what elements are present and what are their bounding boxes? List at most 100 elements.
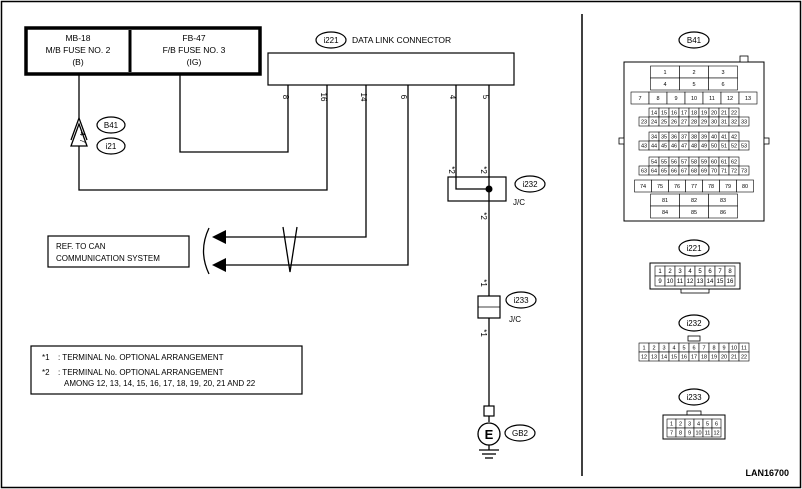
i221-pin-cell: [724, 275, 736, 287]
b41-pin-label: 13: [745, 96, 751, 102]
b41-pin-label: 80: [742, 184, 748, 190]
svg-text:7: 7: [78, 139, 85, 143]
svg-text:M/B FUSE NO. 2: M/B FUSE NO. 2: [46, 45, 111, 55]
svg-text:*2: *2: [479, 166, 488, 174]
i233-pin-label: 2: [679, 421, 682, 427]
b41-pin-label: 33: [741, 119, 747, 125]
i232-pin-label: 5: [682, 345, 685, 351]
i232-pin-label: 16: [681, 354, 687, 360]
b41-pin-label: 37: [681, 134, 687, 140]
i233-pin-label: 11: [705, 430, 711, 436]
svg-text:B41: B41: [687, 36, 702, 45]
b41-pin-label: 82: [691, 198, 697, 204]
i221-pin-label: 3: [678, 269, 682, 275]
b41-pin-label: 71: [721, 168, 727, 174]
b41-pin-label: 31: [721, 119, 727, 125]
i233-pin-label: 1: [670, 421, 673, 427]
b41-pin-label: 2: [692, 70, 695, 76]
b41-pin-label: 54: [651, 159, 657, 165]
fuse-mb18: MB-18 M/B FUSE NO. 2 (B): [46, 33, 111, 67]
joint-connector-i232: *2 *2 *2 i232 J/C: [447, 166, 546, 220]
i232-pin-label: 18: [701, 354, 707, 360]
b41-pin-label: 23: [641, 119, 647, 125]
i233-pin-label: 5: [706, 421, 709, 427]
i232-pin-label: 8: [712, 345, 715, 351]
b41-pin-label: 60: [711, 159, 717, 165]
i221-pin-label: 11: [677, 279, 684, 285]
wires: [78, 74, 490, 406]
b41-pin-label: 63: [641, 168, 647, 174]
i233-pin-label: 4: [697, 421, 700, 427]
svg-text:J/C: J/C: [513, 198, 525, 207]
i232-pin-label: 2: [652, 345, 655, 351]
b41-pin-label: 77: [691, 184, 697, 190]
b41-pin-label: 35: [661, 134, 667, 140]
b41-pin-label: 69: [701, 168, 707, 174]
b41-pin-label: 52: [731, 143, 737, 149]
ground-gb2: E GB2: [477, 405, 536, 459]
b41-pin-label: 26: [671, 119, 677, 125]
b41-pin-label: 70: [711, 168, 717, 174]
b41-pin-label: 79: [725, 184, 731, 190]
b41-pin-label: 8: [656, 96, 659, 102]
i233-pin-label: 10: [695, 430, 701, 436]
b41-pin-label: 61: [721, 159, 727, 165]
b41-pin-label: 42: [731, 134, 737, 140]
i232-pin-label: 12: [641, 354, 647, 360]
i221-pin-label: 1: [658, 269, 662, 275]
svg-text:i233: i233: [686, 393, 702, 402]
b41-pin-label: 73: [741, 168, 747, 174]
b41-pin-label: 32: [731, 119, 737, 125]
i221-pin-label: 15: [717, 279, 724, 285]
svg-text:REF. TO CAN: REF. TO CAN: [56, 242, 106, 251]
svg-text:J/C: J/C: [509, 315, 521, 324]
b41-pin-label: 22: [731, 110, 737, 116]
i232-pin-label: 7: [702, 345, 705, 351]
svg-text:4: 4: [448, 95, 457, 100]
b41-pin-label: 4: [663, 82, 666, 88]
b41-pin-label: 39: [701, 134, 707, 140]
i232-pin-label: 4: [672, 345, 675, 351]
svg-text:FB-47: FB-47: [182, 33, 205, 43]
b41-pin-label: 44: [651, 143, 657, 149]
i232-pin-label: 21: [731, 354, 737, 360]
b41-pin-label: 19: [701, 110, 707, 116]
svg-text:: TERMINAL No. OPTIONAL ARRANG: : TERMINAL No. OPTIONAL ARRANGEMENT: [58, 368, 224, 377]
b41-pin-label: 55: [661, 159, 667, 165]
b41-pin-label: 68: [691, 168, 697, 174]
b41-pin-label: 43: [641, 143, 647, 149]
svg-text:5: 5: [481, 95, 490, 100]
b41-pin-label: 17: [681, 110, 687, 116]
svg-text:i221: i221: [686, 244, 702, 253]
i221-pin-label: 6: [708, 269, 712, 275]
i221-pin-label: 14: [707, 279, 714, 285]
i232-pin-label: 20: [721, 354, 727, 360]
i232-pin-label: 10: [731, 345, 737, 351]
ground-symbol: E: [485, 427, 494, 442]
i233-pin-cell: [711, 427, 722, 438]
b41-pin-label: 21: [721, 110, 727, 116]
b41-pin-cell: [738, 165, 750, 176]
svg-text:: TERMINAL No. OPTIONAL ARRANG: : TERMINAL No. OPTIONAL ARRANGEMENT: [58, 353, 224, 362]
svg-text:16: 16: [319, 93, 328, 102]
b41-pin-label: 30: [711, 119, 717, 125]
b41-pin-label: 27: [681, 119, 687, 125]
b41-pin-label: 48: [691, 143, 697, 149]
b41-pin-label: 29: [701, 119, 707, 125]
fuse-fb47: FB-47 F/B FUSE NO. 3 (IG): [163, 33, 226, 67]
b41-pin-label: 34: [651, 134, 657, 140]
b41-pin-label: 65: [661, 168, 667, 174]
b41-pin-label: 12: [727, 96, 733, 102]
b41-pin-label: 66: [671, 168, 677, 174]
svg-text:*2: *2: [42, 368, 50, 377]
b41-pin-label: 53: [741, 143, 747, 149]
svg-text:4: 4: [78, 132, 85, 136]
i221-pin-label: 7: [718, 269, 722, 275]
i232-pin-label: 22: [741, 354, 747, 360]
i232-pin-label: 17: [691, 354, 697, 360]
b41-pin-cell: [736, 179, 754, 193]
data-link-label: DATA LINK CONNECTOR: [352, 35, 451, 45]
